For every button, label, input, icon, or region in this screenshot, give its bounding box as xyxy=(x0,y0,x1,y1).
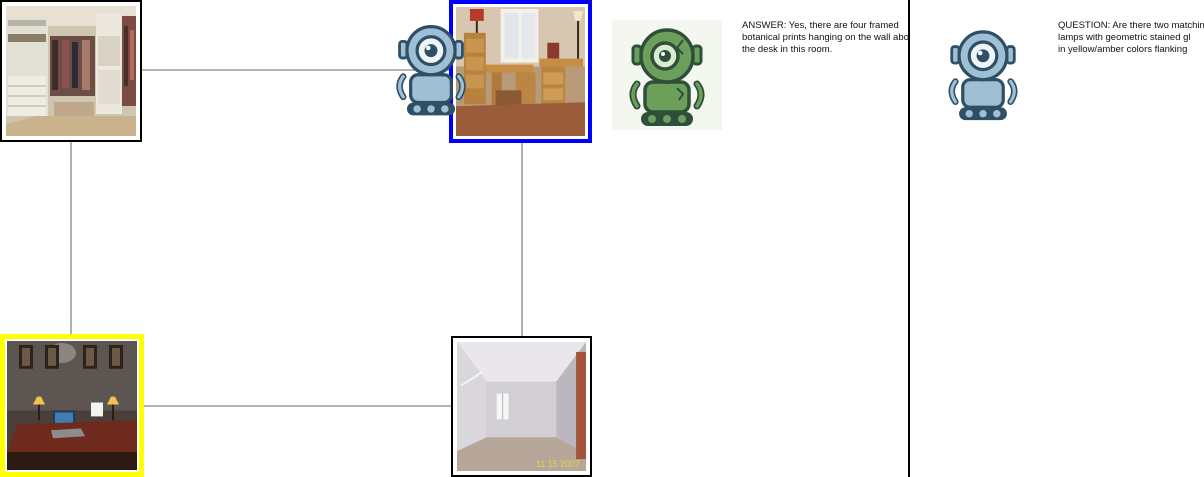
node-closet[interactable] xyxy=(0,0,142,142)
closet-image xyxy=(6,6,136,136)
attic-image: 11 15 2007 xyxy=(457,342,586,471)
questioner-robot-icon xyxy=(946,30,1020,122)
question-line-3: in yellow/amber colors flanking xyxy=(1058,44,1188,55)
attic-photo-stamp: 11 15 2007 xyxy=(536,459,580,469)
navigator-robot-icon xyxy=(394,24,468,118)
answer-line-1: ANSWER: Yes, there are four framed xyxy=(742,20,899,31)
node-attic[interactable]: 11 15 2007 xyxy=(451,336,592,477)
answer-line-2: botanical prints hanging on the wall abo… xyxy=(742,32,908,43)
node-rustic-office[interactable] xyxy=(449,0,592,143)
question-text: QUESTION: Are there two matching lamps w… xyxy=(1058,20,1204,56)
question-line-1: QUESTION: Are there two matching xyxy=(1058,20,1204,31)
panel-divider xyxy=(908,0,910,477)
question-line-2: lamps with geometric stained gl xyxy=(1058,32,1191,43)
node-desk-lamps[interactable] xyxy=(0,334,144,477)
answer-line-3: the desk in this room. xyxy=(742,44,833,55)
desk-lamps-image xyxy=(7,341,137,470)
rustic-office-image xyxy=(456,7,585,136)
answer-text: ANSWER: Yes, there are four framed botan… xyxy=(742,20,908,56)
answerer-robot-icon xyxy=(612,20,722,130)
